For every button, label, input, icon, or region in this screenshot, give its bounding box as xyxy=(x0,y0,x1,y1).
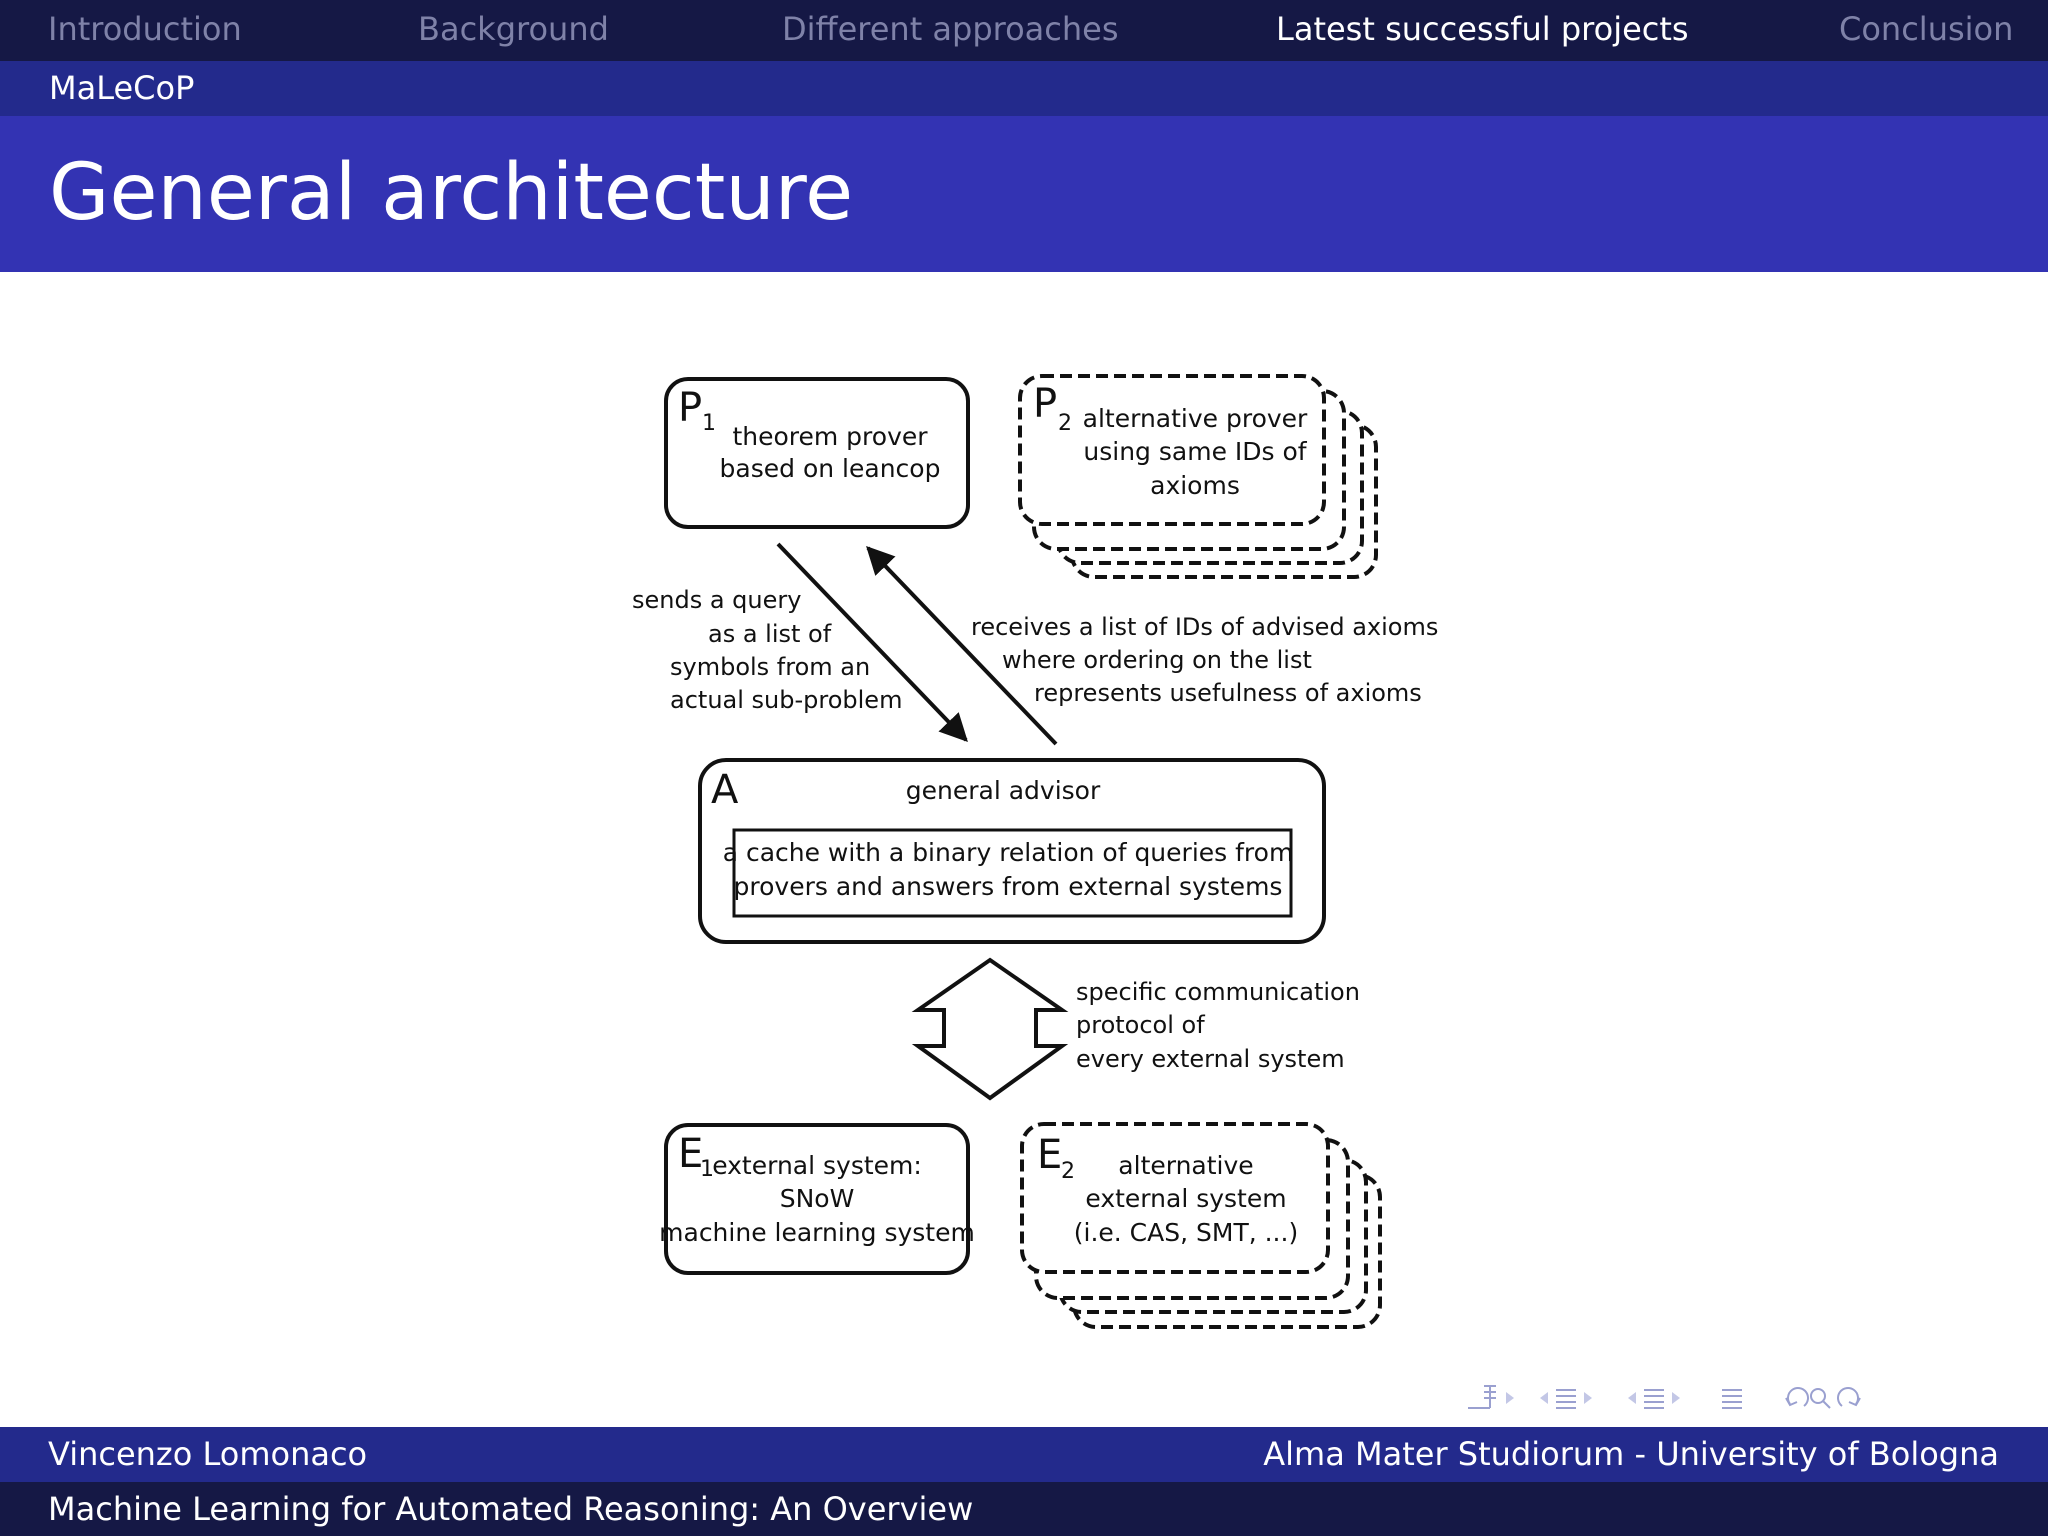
advisor-cache-box xyxy=(732,828,1293,918)
answer-label-line: represents usefulness of axioms xyxy=(1034,679,1422,707)
nav-item-introduction[interactable]: Introduction xyxy=(48,10,242,48)
next-subsection-icon[interactable] xyxy=(1584,1392,1592,1404)
p2-prover-stack: P 2 alternative prover using same IDs of… xyxy=(1018,374,1378,579)
query-label: sends a query as a list of symbols from … xyxy=(632,586,902,714)
p1-symbol: P xyxy=(678,385,702,431)
section-navbar: Introduction Background Different approa… xyxy=(0,0,2048,61)
frame-title-bar: General architecture xyxy=(0,116,2048,272)
query-arrow xyxy=(776,542,968,743)
nav-item-different-approaches[interactable]: Different approaches xyxy=(782,10,1119,48)
prev-section-icon[interactable] xyxy=(1628,1392,1636,1404)
page-title: General architecture xyxy=(49,148,854,238)
advisor-cache-line: a cache with a binary relation of querie… xyxy=(723,838,1294,867)
protocol-label-line: every external system xyxy=(1076,1045,1345,1073)
back-icon[interactable] xyxy=(1785,1387,1809,1407)
advisor-title: general advisor xyxy=(906,776,1101,805)
answer-label: receives a list of IDs of advised axioms… xyxy=(971,613,1438,707)
p1-prover-box: P 1 theorem prover based on leancop xyxy=(664,377,970,529)
bidirectional-arrow xyxy=(911,957,1069,1101)
advisor-cache-line: provers and answers from external system… xyxy=(734,872,1283,901)
subsection-label[interactable]: MaLeCoP xyxy=(49,69,195,107)
answer-label-line: receives a list of IDs of advised axioms xyxy=(971,613,1438,641)
e1-line: machine learning system xyxy=(659,1218,975,1247)
e1-line: SNoW xyxy=(780,1184,855,1213)
nav-item-latest-successful-projects[interactable]: Latest successful projects xyxy=(1276,10,1689,48)
next-frame-icon[interactable] xyxy=(1506,1392,1514,1404)
e2-line: external system xyxy=(1085,1184,1286,1213)
protocol-label-line: specific communication xyxy=(1076,978,1360,1006)
p2-front-box xyxy=(1018,374,1326,526)
document-icon[interactable] xyxy=(1722,1389,1742,1409)
p2-symbol: P xyxy=(1033,381,1057,427)
e1-system-box: E 1 external system: SNoW machine learni… xyxy=(659,1123,975,1275)
query-label-line: actual sub-problem xyxy=(670,686,902,714)
query-label-line: symbols from an xyxy=(670,653,870,681)
query-label-line: as a list of xyxy=(708,620,832,648)
e1-symbol: E xyxy=(678,1131,703,1177)
protocol-label-line: protocol of xyxy=(1076,1011,1205,1039)
p2-subscript: 2 xyxy=(1058,411,1072,436)
e2-front-box xyxy=(1020,1122,1330,1274)
e1-subscript: 1 xyxy=(700,1157,714,1182)
beamer-navigation-symbols xyxy=(1468,1385,1861,1409)
e2-line: alternative xyxy=(1118,1151,1253,1180)
p1-line: based on leancop xyxy=(720,454,941,483)
p2-line: using same IDs of xyxy=(1083,437,1307,466)
architecture-diagram: P 1 theorem prover based on leancop P 2 … xyxy=(632,374,1438,1329)
p1-subscript: 1 xyxy=(702,411,716,436)
footer-author-bar: Vincenzo Lomonaco Alma Mater Studiorum -… xyxy=(0,1427,2048,1482)
answer-arrow xyxy=(866,545,1058,746)
e1-line: external system: xyxy=(712,1151,922,1180)
protocol-label: specific communication protocol of every… xyxy=(1076,978,1360,1073)
footer-institution: Alma Mater Studiorum - University of Bol… xyxy=(1263,1435,1999,1473)
search-icon[interactable] xyxy=(1810,1388,1831,1409)
e2-system-stack: E 2 alternative external system (i.e. CA… xyxy=(1020,1122,1382,1329)
nav-item-background[interactable]: Background xyxy=(418,10,609,48)
p2-line: axioms xyxy=(1150,471,1240,500)
answer-label-line: where ordering on the list xyxy=(1002,646,1312,674)
next-section-icon[interactable] xyxy=(1672,1392,1680,1404)
footer-title-bar: Machine Learning for Automated Reasoning… xyxy=(0,1482,2048,1536)
frame-icon[interactable] xyxy=(1468,1385,1496,1409)
query-label-line: sends a query xyxy=(632,586,801,614)
p1-line: theorem prover xyxy=(732,422,928,451)
forward-icon[interactable] xyxy=(1837,1387,1861,1407)
e2-subscript: 2 xyxy=(1061,1159,1075,1184)
e2-symbol: E xyxy=(1037,1132,1062,1178)
footer-talk-title: Machine Learning for Automated Reasoning… xyxy=(48,1490,974,1528)
prev-subsection-icon[interactable] xyxy=(1540,1392,1548,1404)
advisor-box: A general advisor a cache with a binary … xyxy=(698,758,1326,944)
p2-line: alternative prover xyxy=(1083,404,1308,433)
advisor-symbol: A xyxy=(711,767,739,813)
footer-author: Vincenzo Lomonaco xyxy=(48,1435,368,1473)
subsection-icon[interactable] xyxy=(1556,1389,1576,1409)
subsection-bar: MaLeCoP xyxy=(0,61,2048,116)
e2-line: (i.e. CAS, SMT, ...) xyxy=(1074,1218,1298,1247)
section-icon[interactable] xyxy=(1644,1389,1664,1409)
nav-item-conclusion[interactable]: Conclusion xyxy=(1839,10,2014,48)
